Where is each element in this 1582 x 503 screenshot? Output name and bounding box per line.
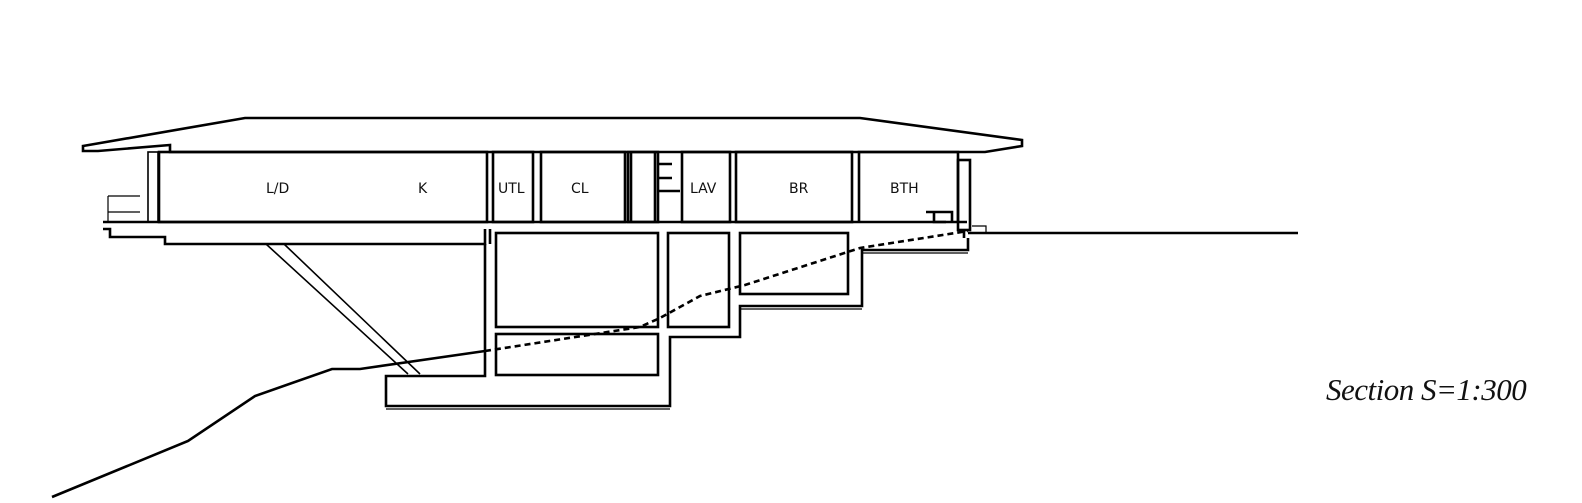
basement-room-2 xyxy=(494,332,660,377)
room-utl xyxy=(491,150,535,224)
stair-edge xyxy=(629,152,657,222)
roof-slab xyxy=(81,116,1024,154)
diagonal-strut xyxy=(265,243,421,375)
basement-inner-wall xyxy=(488,229,966,244)
bathtub xyxy=(926,210,954,224)
section-caption: Section S=1:300 xyxy=(1326,372,1527,407)
west-glazing xyxy=(147,151,159,223)
room-label-bth: BTH xyxy=(890,181,919,197)
room-label-utl: UTL xyxy=(498,181,525,197)
room-cl xyxy=(539,150,627,224)
room-label-k: K xyxy=(418,181,428,197)
room-label-br: BR xyxy=(789,181,809,197)
basement-room-3 xyxy=(666,231,731,329)
bth-wall xyxy=(956,158,972,232)
balcony-rail xyxy=(107,195,140,222)
room-lav xyxy=(680,150,732,224)
ground-edge-detail xyxy=(972,225,987,232)
ground-line xyxy=(51,349,486,499)
floor-slab-underside xyxy=(103,227,487,246)
stair-treads xyxy=(658,162,680,193)
room-label-ld: L/D xyxy=(266,181,289,197)
room-label-lav: LAV xyxy=(690,181,717,197)
stair-core xyxy=(626,150,660,224)
step-line xyxy=(740,252,968,310)
room-label-cl: CL xyxy=(571,181,589,197)
terrain-dashed xyxy=(484,229,969,353)
room-br xyxy=(734,150,854,224)
room-ld-k xyxy=(157,150,489,224)
basement-outer-wall xyxy=(384,238,970,408)
basement-room-1 xyxy=(494,231,660,329)
basement-room-4 xyxy=(738,231,850,296)
